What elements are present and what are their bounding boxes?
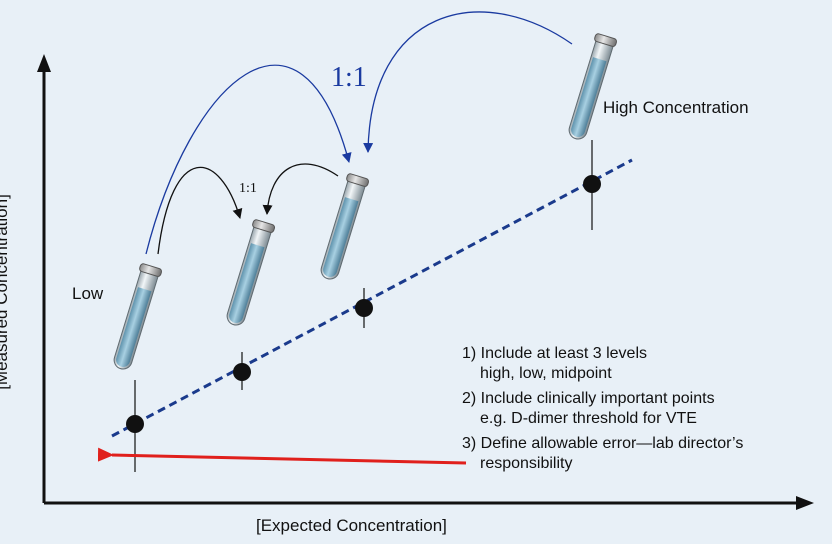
mix-arrow-high-icon [363,11,573,153]
point-mid-high [355,299,373,317]
note-line-2: high, low, midpoint [480,365,612,382]
high-concentration-label: High Concentration [603,98,749,117]
note-line-2: e.g. D-dimer threshold for VTE [480,410,697,427]
y-axis-arrowhead [37,54,51,72]
tube-dilution-2-icon [316,172,370,283]
note-item: 1) Include at least 3 levels high, low, … [462,344,743,384]
x-axis-arrowhead [796,496,814,510]
tube-dilution-1-icon [222,218,276,329]
note-item: 2) Include clinically important points e… [462,389,743,429]
tube-high-icon [564,32,618,143]
ratio-label-small: 1:1 [239,181,257,196]
guidance-notes: 1) Include at least 3 levels high, low, … [462,344,743,479]
allowable-error-arrow [97,447,467,465]
point-mid-low [233,363,251,381]
tube-low-icon [109,262,163,373]
ratio-label-large: 1:1 [331,62,367,93]
x-axis-label: [Expected Concentration] [256,516,447,535]
point-high [583,175,601,193]
point-low [126,415,144,433]
low-label: Low [72,284,104,303]
note-line-2: responsibility [480,455,573,472]
mix-arrow-small-right-icon [262,163,339,215]
mix-arrow-small-left-icon [157,166,243,255]
note-line-1: 2) Include clinically important points [462,390,715,407]
y-axis-label-text: [Measured Concentration] [0,194,11,390]
regression-line [111,158,633,438]
mix-arrow-low-icon [145,64,352,255]
note-item: 3) Define allowable error—lab director’s… [462,434,743,474]
note-line-1: 1) Include at least 3 levels [462,345,647,362]
note-line-1: 3) Define allowable error—lab director’s [462,435,744,452]
